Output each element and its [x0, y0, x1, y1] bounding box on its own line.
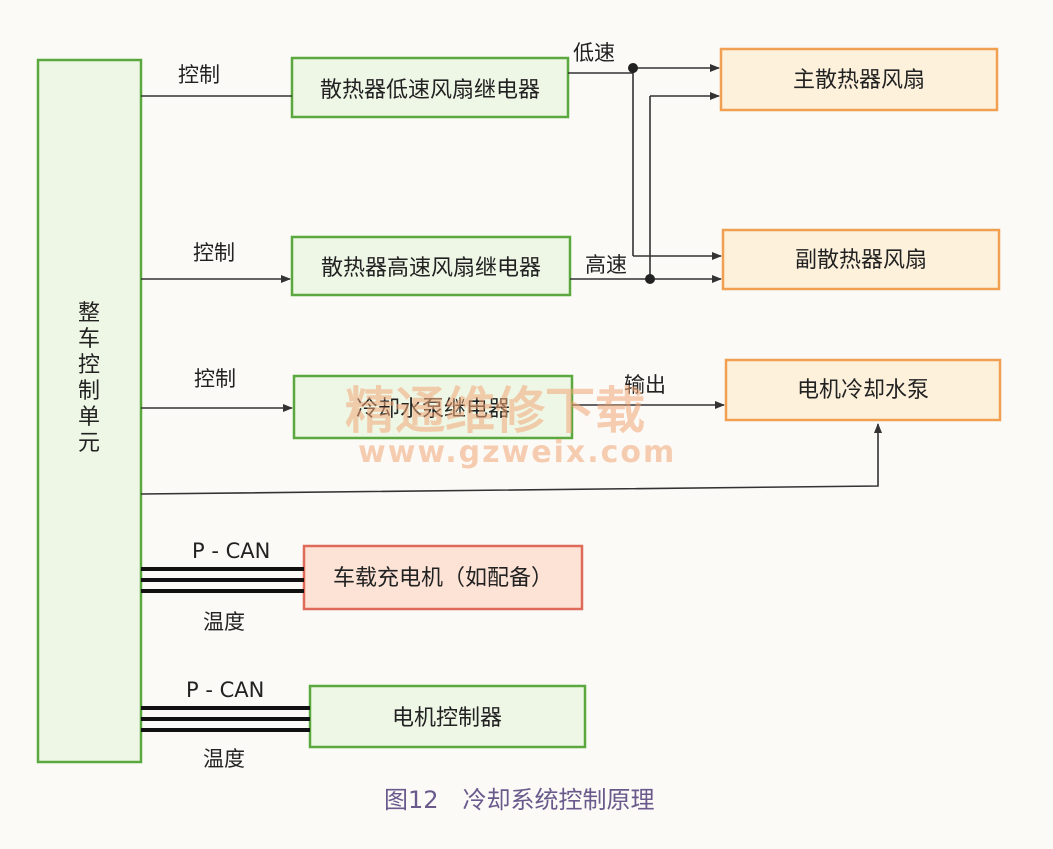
pump-relay-label: 冷却水泵继电器 — [356, 397, 510, 422]
main-radiator-fan-box: 主散热器风扇 — [719, 47, 999, 112]
vcu-label-char: 控 — [78, 353, 100, 378]
control-label-1: 控制 — [178, 63, 220, 87]
low-speed-relay-label: 散热器低速风扇继电器 — [320, 78, 540, 103]
aux-radiator-fan-label: 副散热器风扇 — [795, 248, 927, 273]
pump-relay-box: 冷却水泵继电器 — [292, 374, 574, 440]
pcan-label-1: P - CAN — [192, 539, 270, 563]
motor-cooling-pump-label: 电机冷却水泵 — [797, 378, 929, 403]
low-speed-relay-box: 散热器低速风扇继电器 — [290, 56, 570, 119]
aux-radiator-fan-box: 副散热器风扇 — [721, 228, 1001, 291]
main-radiator-fan-label: 主散热器风扇 — [793, 68, 925, 93]
pcan-label-2: P - CAN — [186, 678, 264, 702]
vcu-label-char: 整 — [78, 301, 100, 326]
control-label-2: 控制 — [193, 241, 235, 265]
vcu-to-pump-line — [140, 423, 882, 495]
high-speed-relay-box: 散热器高速风扇继电器 — [290, 235, 572, 297]
low-speed-junction — [628, 63, 638, 73]
high-speed-label: 高速 — [585, 253, 627, 277]
high-speed-junction — [645, 274, 655, 284]
vcu-label-char: 制 — [78, 379, 100, 404]
low-speed-label: 低速 — [573, 41, 615, 65]
vcu-label-char: 元 — [78, 431, 100, 456]
vehicle-control-unit: 整车控制单元 — [36, 58, 143, 764]
motor-cooling-pump-box: 电机冷却水泵 — [724, 358, 1002, 422]
temp-label-1: 温度 — [203, 610, 245, 634]
motor-controller-box: 电机控制器 — [308, 684, 587, 749]
pcan-bus-motor — [141, 706, 310, 732]
onboard-charger-label: 车载充电机（如配备） — [333, 566, 553, 591]
vcu-label: 整车控制单元 — [78, 301, 100, 456]
onboard-charger-box: 车载充电机（如配备） — [302, 544, 584, 611]
watermark-chinese: 精通维修下载 — [345, 382, 645, 440]
vcu-label-char: 单 — [78, 405, 100, 430]
high-speed-relay-label: 散热器高速风扇继电器 — [321, 256, 541, 281]
motor-controller-label: 电机控制器 — [392, 706, 502, 731]
watermark-url: www.gzweix.com — [358, 435, 676, 470]
pcan-bus-charger — [141, 567, 304, 593]
vcu-label-char: 车 — [78, 327, 100, 352]
figure-caption: 图12 冷却系统控制原理 — [384, 786, 655, 814]
temp-label-2: 温度 — [203, 747, 245, 771]
control-label-3: 控制 — [194, 367, 236, 391]
output-label: 输出 — [624, 373, 666, 397]
